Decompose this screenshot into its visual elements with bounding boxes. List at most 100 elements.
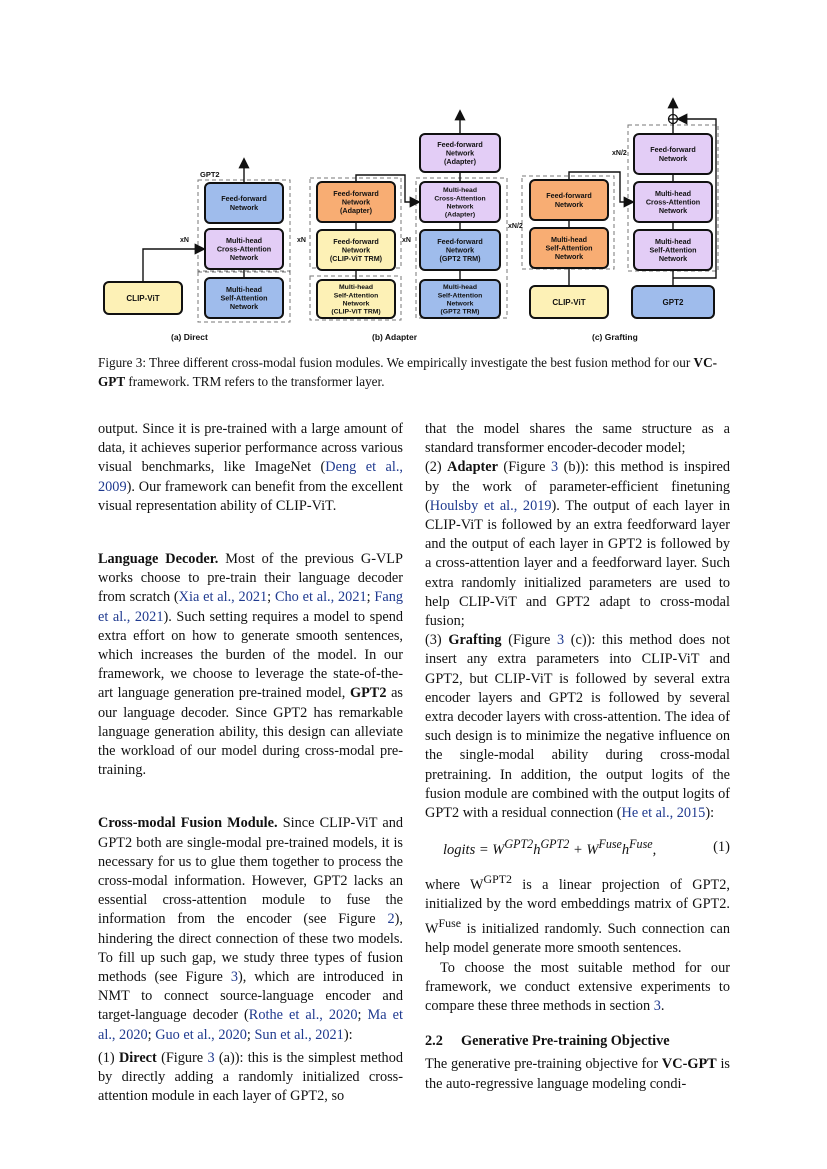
grafting-repeat-right: xN/2 [612, 150, 627, 157]
panel-caption-a: (a) Direct [171, 332, 208, 342]
citation-link[interactable]: Sun et al., 2021 [254, 1026, 344, 1043]
direct-clip-arrow [142, 243, 206, 282]
caption-text: Figure 3: Three different cross-modal fu… [98, 355, 691, 370]
section-number: 2.2 [425, 1033, 443, 1050]
text: is a linear projection of GPT2, initiali… [425, 877, 730, 938]
section-heading: 2.2 Generative Pre-training Objective [425, 1032, 730, 1051]
citation-link[interactable]: Rothe et al., 2020 [248, 1007, 358, 1024]
box-label: (GPT2 TRM) [439, 254, 481, 263]
section-title: Generative Pre-training Objective [461, 1033, 670, 1050]
text: where W [425, 877, 484, 894]
text: (Figure [156, 1049, 208, 1066]
panel-caption-b: (b) Adapter [372, 332, 418, 342]
citation-link[interactable]: Cho et al., 2021 [274, 589, 367, 606]
citation-link[interactable]: He et al., 2015 [621, 805, 706, 822]
text: as our language decoder. Since GPT2 has … [98, 685, 403, 779]
box-label: (GPT2 TRM) [441, 309, 480, 316]
text: ): [705, 805, 715, 822]
text: ; [366, 589, 375, 606]
box-label: Self-Attention [220, 294, 267, 303]
box-label: Feed-forward [333, 237, 379, 246]
section-ref-link[interactable]: 3 [653, 998, 661, 1015]
sup-text: Fuse [438, 916, 462, 931]
box-label: Multi-head [655, 237, 691, 246]
paragraph-heading: Cross-modal Fusion Module. [98, 815, 278, 832]
text: (c)): this method does not insert any ex… [425, 632, 730, 822]
box-label: Feed-forward [221, 194, 267, 203]
eq-text: h [533, 842, 541, 859]
figure-ref-link[interactable]: 3 [230, 969, 238, 986]
text: (Figure [501, 632, 557, 649]
citation-link[interactable]: Xia et al., 2021 [178, 589, 268, 606]
citation-link[interactable]: Deng et al., 2009 [98, 459, 403, 495]
text: (Figure [497, 459, 551, 476]
eq-text: h [621, 842, 630, 859]
box-label: Feed-forward [437, 237, 483, 246]
box-label: Feed-forward [546, 191, 592, 200]
box-label: Self-Attention [334, 292, 379, 299]
text: (b)): this method is inspired by the wor… [425, 459, 730, 514]
citation-link[interactable]: Fang et al., 2021 [98, 589, 404, 625]
citation-link[interactable]: Ma et al., 2020 [98, 1007, 403, 1043]
text: (a)): this is the simplest method by dir… [98, 1049, 404, 1105]
box-label: Self-Attention [649, 246, 696, 255]
grafting-residual-arrow [673, 113, 717, 279]
paragraph-language-decoder: Language Decoder. Most of the previous G… [98, 550, 403, 780]
box-label: Multi-head [443, 284, 477, 291]
text: ), which are introduced in NMT to connec… [98, 969, 403, 1024]
text: ). The output of each layer in CLIP-ViT … [425, 497, 731, 630]
panel-caption-c: (c) Grafting [592, 332, 638, 342]
box-label: Network [230, 302, 258, 311]
paragraph-cross-modal: Cross-modal Fusion Module. Since CLIP-Vi… [98, 814, 403, 1044]
bold-text: GPT2 [349, 685, 387, 702]
equation-number: (1) [713, 839, 730, 856]
figure-ref-link[interactable]: 3 [550, 459, 559, 476]
box-label: (CLIP-ViT TRM) [331, 309, 380, 316]
adapter-repeat-left: xN [297, 237, 306, 244]
equation-1: logits = WGPT2hGPT2 + WFusehFuse, (1) [425, 835, 730, 860]
figure-ref-link[interactable]: 2 [387, 911, 395, 928]
eq-sup: GPT2 [504, 837, 534, 852]
paragraph: that the model shares the same structure… [425, 421, 730, 457]
box-label: Multi-head [226, 285, 262, 294]
figure-ref-link[interactable]: 3 [556, 632, 565, 649]
paragraph-grafting: (3) Grafting (Figure 3 (c)): this method… [425, 631, 730, 823]
eq-sup: GPT2 [540, 837, 570, 852]
text: ), hindering the direct connection of th… [98, 911, 403, 986]
text: The generative pre-training objective fo… [425, 1056, 662, 1073]
text: (2) [425, 459, 448, 476]
box-label: Network [342, 198, 370, 207]
box-label: Self-Attention [438, 292, 483, 299]
text: Most of the previous G-VLP works choose … [98, 551, 403, 606]
figure-ref-link[interactable]: 3 [207, 1049, 215, 1066]
citation-link[interactable]: Guo et al., 2020 [155, 1026, 247, 1043]
figure-3: GPT2Feed-forwardNetworkMulti-headCross-A… [103, 97, 719, 342]
box-label: Network [446, 246, 474, 255]
text: ; [357, 1007, 368, 1024]
box-label: CLIP-ViT [552, 298, 585, 307]
paragraph-adapter: (2) Adapter (Figure 3 (b)): this method … [425, 458, 730, 631]
paragraph-choose: To choose the most suitable method for o… [425, 959, 730, 1017]
direct-repeat-label: xN [180, 237, 189, 244]
box-label: (CLIP-ViT TRM) [330, 254, 383, 263]
text: is initialized randomly. Such connection… [425, 921, 730, 957]
text: Since CLIP-ViT and GPT2 both are single-… [98, 815, 403, 928]
box-label: Feed-forward [437, 140, 483, 149]
box-label: (Adapter) [445, 212, 475, 219]
citation-link[interactable]: Houlsby et al., 2019 [429, 497, 552, 514]
grafting-cross-arrow [568, 171, 635, 208]
box-label: (Adapter) [444, 157, 477, 166]
box-label: Network [447, 300, 474, 307]
box-label: Network [230, 253, 258, 262]
text: ). Such setting requires a model to spen… [98, 608, 403, 702]
box-label: Feed-forward [333, 189, 379, 198]
sup-text: GPT2 [483, 872, 512, 887]
text: ; [147, 1026, 156, 1043]
grafting-clip-box: CLIP-ViT [529, 285, 609, 319]
